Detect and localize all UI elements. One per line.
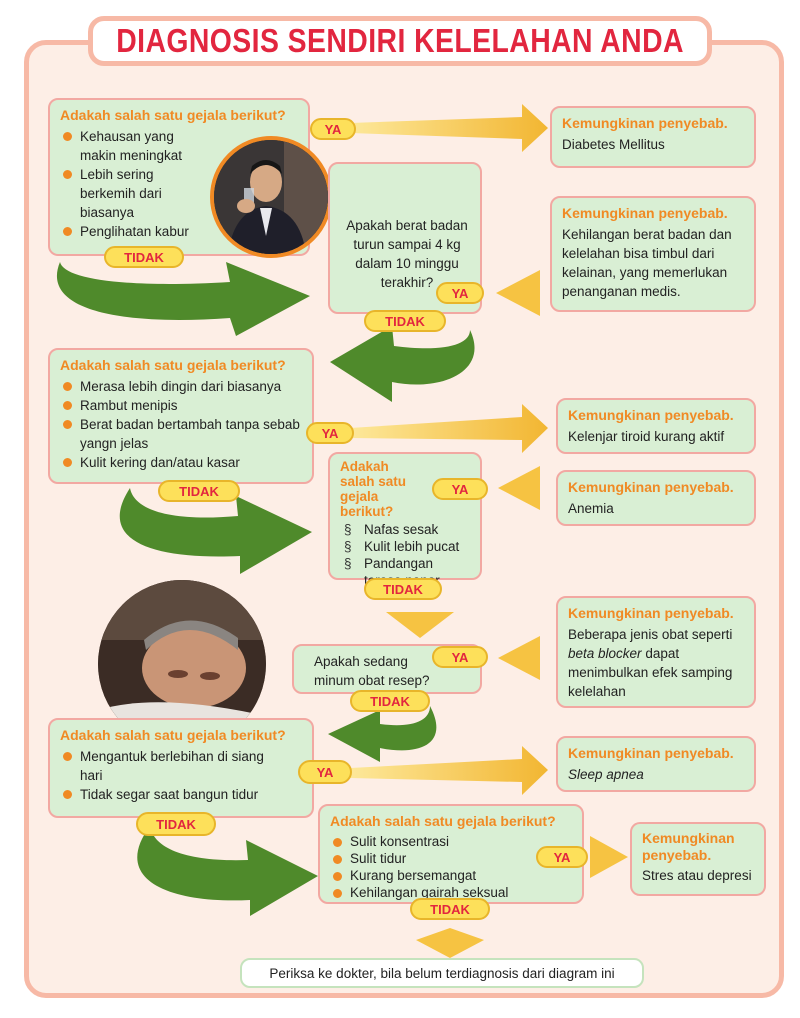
result-5-text-after: dapat menimbulkan efek samping kelelahan: [568, 646, 733, 699]
title-banner: DIAGNOSIS SENDIRI KELELAHAN ANDA: [88, 16, 712, 66]
ya-label-7: YA: [536, 846, 588, 868]
result-6-box: Kemungkinan penyebab. Sleep apnea: [556, 736, 756, 792]
ya-label-6: YA: [298, 760, 352, 784]
ya-label-4: YA: [432, 478, 488, 500]
tidak-arrow-1: [56, 262, 311, 336]
question-6-item: Mengantuk berlebihan di siang hari: [60, 747, 288, 785]
result-4-box: Kemungkinan penyebab. Anemia: [556, 470, 756, 526]
question-4-box: Adakah salah satu gejala berikut? Nafas …: [328, 452, 482, 588]
question-6-item: Tidak segar saat bangun tidur: [60, 785, 288, 804]
ya-arrow-6: [350, 746, 548, 795]
result-5-box: Kemungkinan penyebab. Beberapa jenis oba…: [556, 596, 756, 708]
tidak-label-7: TIDAK: [410, 898, 490, 920]
result-6-header: Kemungkinan penyebab.: [568, 745, 734, 761]
result-2-text: Kehilangan berat badan dan kelelahan bis…: [562, 227, 732, 299]
tidak-label-5: TIDAK: [350, 690, 430, 712]
tidak-label-1: TIDAK: [104, 246, 184, 268]
question-1-item: Kehausan yang makin meningkat: [60, 127, 210, 165]
ya-label-5: YA: [432, 646, 488, 668]
result-7-text: Stres atau depresi: [642, 868, 752, 883]
ya-arrow-1: [350, 104, 548, 152]
result-5-text: Beberapa jenis obat seperti beta blocker…: [568, 625, 744, 701]
result-4-header: Kemungkinan penyebab.: [568, 479, 734, 495]
ya-label-1: YA: [310, 118, 356, 140]
down-arrow-1: [386, 612, 454, 638]
result-5-text-before: Beberapa jenis obat seperti: [568, 627, 733, 642]
ya-arrow-5: [498, 636, 540, 680]
result-7-header-line-1: Kemungkinan: [642, 830, 735, 846]
tidak-arrow-3: [119, 488, 312, 574]
question-3-item: Berat badan bertambah tanpa sebab yangn …: [60, 415, 302, 453]
tidak-label-3: TIDAK: [158, 480, 240, 502]
result-2-box: Kemungkinan penyebab. Kehilangan berat b…: [550, 196, 756, 312]
result-2-header: Kemungkinan penyebab.: [562, 205, 728, 221]
question-3-item: Merasa lebih dingin dari biasanya: [60, 377, 302, 396]
question-3-header: Adakah salah satu gejala berikut?: [60, 357, 286, 373]
question-4-header: Adakah salah satu gejala berikut?: [340, 459, 407, 519]
result-3-box: Kemungkinan penyebab. Kelenjar tiroid ku…: [556, 398, 756, 454]
result-5-text-italic: beta blocker: [568, 646, 642, 661]
question-2-text: Apakah berat badan turun sampai 4 kg dal…: [346, 218, 468, 290]
result-7-header-line-2: penyebab.: [642, 847, 712, 863]
question-7-item: Sulit tidur: [330, 850, 572, 867]
result-1-box: Kemungkinan penyebab. Diabetes Mellitus: [550, 106, 756, 168]
ya-arrow-4: [498, 466, 540, 510]
man-drinking-photo: [210, 136, 332, 258]
question-1-item: Penglihatan kabur: [60, 222, 210, 241]
question-7-item: Kurang bersemangat: [330, 867, 572, 884]
page-title: DIAGNOSIS SENDIRI KELELAHAN ANDA: [116, 22, 684, 59]
tidak-arrow-5: [137, 826, 318, 916]
question-6-box: Adakah salah satu gejala berikut? Mengan…: [48, 718, 314, 818]
tidak-arrow-4: [328, 706, 437, 762]
question-7-item: Kehilangan gairah seksual: [330, 884, 572, 901]
down-arrow-2: [416, 928, 484, 958]
tidak-label-4: TIDAK: [364, 578, 442, 600]
result-5-header: Kemungkinan penyebab.: [568, 605, 734, 621]
tidak-label-2: TIDAK: [364, 310, 446, 332]
question-3-item: Kulit kering dan/atau kasar: [60, 453, 302, 472]
question-3-box: Adakah salah satu gejala berikut? Merasa…: [48, 348, 314, 484]
man-drinking-illustration: [214, 140, 328, 254]
tidak-arrow-2: [330, 326, 475, 402]
result-1-header: Kemungkinan penyebab.: [562, 115, 728, 131]
final-advice-text: Periksa ke dokter, bila belum terdiagnos…: [269, 966, 615, 981]
question-3-item: Rambut menipis: [60, 396, 302, 415]
result-3-header: Kemungkinan penyebab.: [568, 407, 734, 423]
question-1-item: Lebih sering berkemih dari biasanya: [60, 165, 210, 222]
ya-arrow-3: [350, 404, 548, 453]
question-1-header: Adakah salah satu gejala berikut?: [60, 107, 286, 123]
question-4-item: Kulit lebih pucat: [342, 538, 470, 555]
ya-arrow-2: [496, 270, 540, 316]
final-advice-box: Periksa ke dokter, bila belum terdiagnos…: [240, 958, 644, 988]
result-4-text: Anemia: [568, 501, 614, 516]
ya-label-3: YA: [306, 422, 354, 444]
ya-arrow-7: [590, 836, 628, 878]
question-4-item: Nafas sesak: [342, 521, 470, 538]
tidak-label-6: TIDAK: [136, 812, 216, 836]
question-7-box: Adakah salah satu gejala berikut? Sulit …: [318, 804, 584, 904]
question-5-text: Apakah sedang minum obat resep?: [314, 654, 430, 688]
question-6-header: Adakah salah satu gejala berikut?: [60, 727, 286, 743]
result-3-text: Kelenjar tiroid kurang aktif: [568, 429, 725, 444]
question-7-header: Adakah salah satu gejala berikut?: [330, 813, 556, 829]
result-1-text: Diabetes Mellitus: [562, 137, 665, 152]
ya-label-2: YA: [436, 282, 484, 304]
result-6-text: Sleep apnea: [568, 767, 644, 782]
question-7-item: Sulit konsentrasi: [330, 833, 572, 850]
